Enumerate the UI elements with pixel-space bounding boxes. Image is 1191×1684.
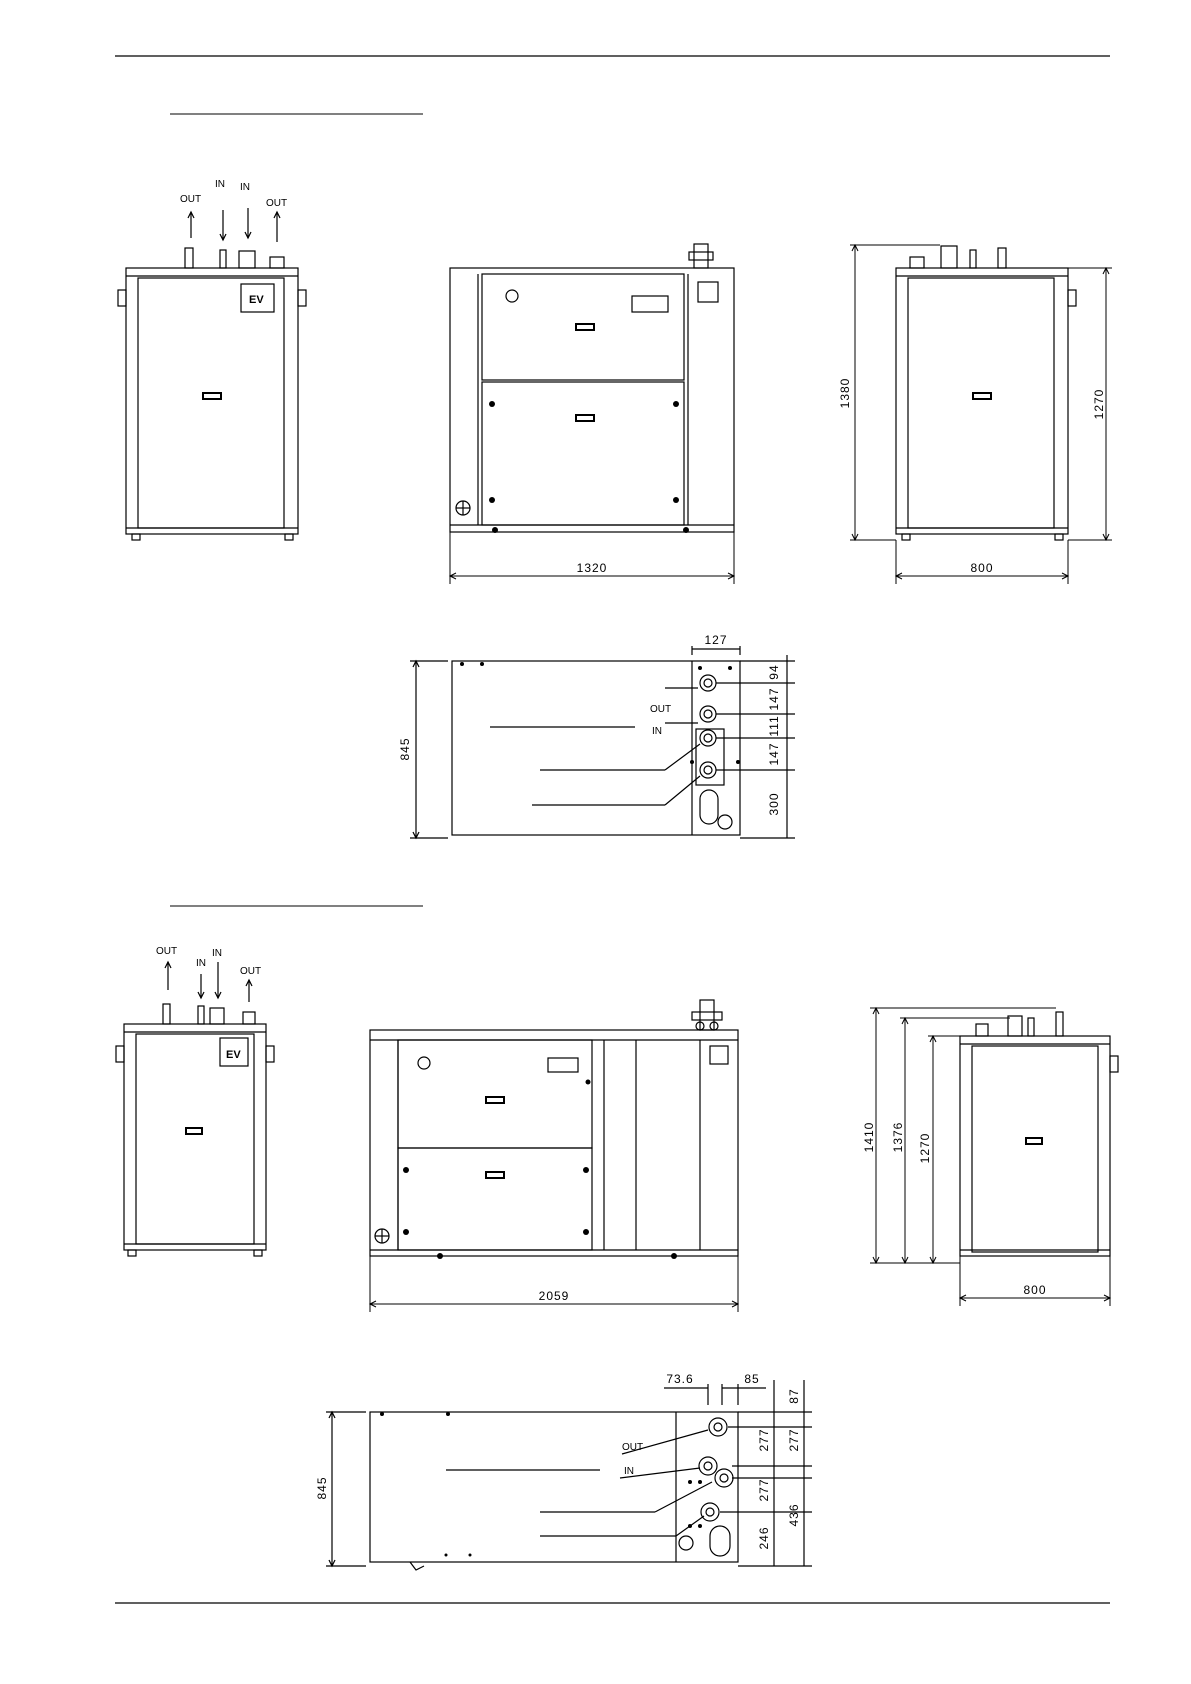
unit1-front-width-dimension [450,532,734,584]
unit2-plan-dim-73-6: 73.6 [666,1372,693,1386]
unit1-side-view [118,208,306,540]
unit2-front-width-dimension [370,1256,738,1312]
unit2-right-dimensions [870,1008,1110,1306]
unit1-depth-label: 800 [970,561,993,575]
unit1-plan-dim-127: 127 [704,633,727,647]
unit2-right-view [960,1012,1118,1256]
unit2-depth-label: 800 [1023,1283,1046,1297]
unit1-plan-view [410,646,795,838]
unit1-plan-in-label: IN [652,726,662,737]
unit2-height-total-label: 1410 [862,1122,876,1153]
unit2-plan-view [326,1380,812,1570]
unit2-width-label: 2059 [539,1289,570,1303]
unit2-height-mid-label: 1376 [891,1122,905,1153]
unit1-out-label-2: OUT [266,198,287,209]
unit2-out-label-1: OUT [156,946,177,957]
unit2-in-label-2: IN [212,948,222,959]
unit2-plan-dim-246: 246 [757,1526,771,1549]
unit2-in-label-1: IN [196,958,206,969]
unit2-plan-in-label: IN [624,1466,634,1477]
unit1-in-label-2: IN [240,182,250,193]
unit2-plan-dots [380,1412,702,1557]
unit1-plan-dim-147b: 147 [767,742,781,765]
unit1-in-label-1: IN [215,179,225,190]
unit2-plan-dim-277b: 277 [787,1428,801,1451]
unit1-right-dimensions [850,245,1112,584]
unit1-plan-dim-111: 111 [767,715,781,736]
unit2-height-body-label: 1270 [918,1133,932,1164]
unit1-height-body-label: 1270 [1092,389,1106,420]
unit1-plan-depth-label: 845 [398,737,412,760]
unit1-plan-dim-94: 94 [767,664,781,679]
unit2-plan-dim-277c: 277 [757,1478,771,1501]
unit1-front-view [450,244,734,532]
unit1-plan-dim-300: 300 [767,792,781,815]
unit2-out-label-2: OUT [240,966,261,977]
unit2-front-view [370,1000,738,1256]
unit2-plan-dim-436: 436 [787,1503,801,1526]
unit1-out-label-1: OUT [180,194,201,205]
unit2-ev-label: EV [226,1049,241,1061]
unit1-plan-dim-147a: 147 [767,687,781,710]
unit2-plan-depth-label: 845 [315,1476,329,1499]
unit1-height-total-label: 1380 [838,378,852,409]
unit2-plan-dim-87: 87 [787,1388,801,1403]
unit2-plan-dim-277a: 277 [757,1428,771,1451]
unit2-side-view [116,962,274,1256]
unit2-plan-dim-85: 85 [744,1372,759,1386]
unit1-ev-label: EV [249,294,264,306]
unit1-plan-dots [460,662,740,764]
unit2-plan-out-label: OUT [622,1442,643,1453]
unit1-width-label: 1320 [577,561,608,575]
unit1-plan-out-label: OUT [650,704,671,715]
unit1-right-view [896,246,1076,540]
